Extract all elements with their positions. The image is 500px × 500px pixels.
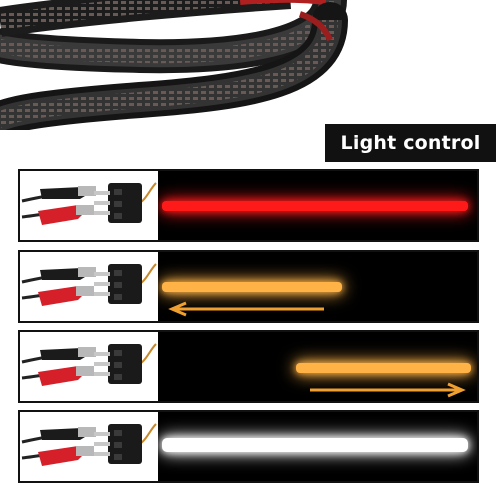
wire-clips-illustration: [20, 422, 158, 468]
mode-panel-red: [18, 169, 479, 242]
wire-clips-illustration: [20, 262, 158, 308]
light-bar-red: [162, 201, 468, 211]
mode-panel-amber-left: [18, 250, 479, 323]
arrow-left-icon: [168, 301, 324, 317]
light-bar-white: [162, 438, 468, 452]
wire-clips-illustration: [20, 342, 158, 388]
light-display: [158, 332, 477, 401]
arrow-right-icon: [310, 382, 466, 398]
led-strip-photo: [0, 0, 348, 130]
wire-clips-illustration: [20, 181, 158, 227]
mode-panel-white: [18, 410, 479, 483]
light-display: [158, 412, 477, 481]
light-bar-amber: [296, 363, 471, 373]
light-bar-amber: [162, 282, 342, 292]
mode-panel-amber-right: [18, 330, 479, 403]
light-control-title: Light control: [325, 124, 496, 162]
light-display: [158, 252, 477, 321]
light-display: [158, 171, 477, 240]
